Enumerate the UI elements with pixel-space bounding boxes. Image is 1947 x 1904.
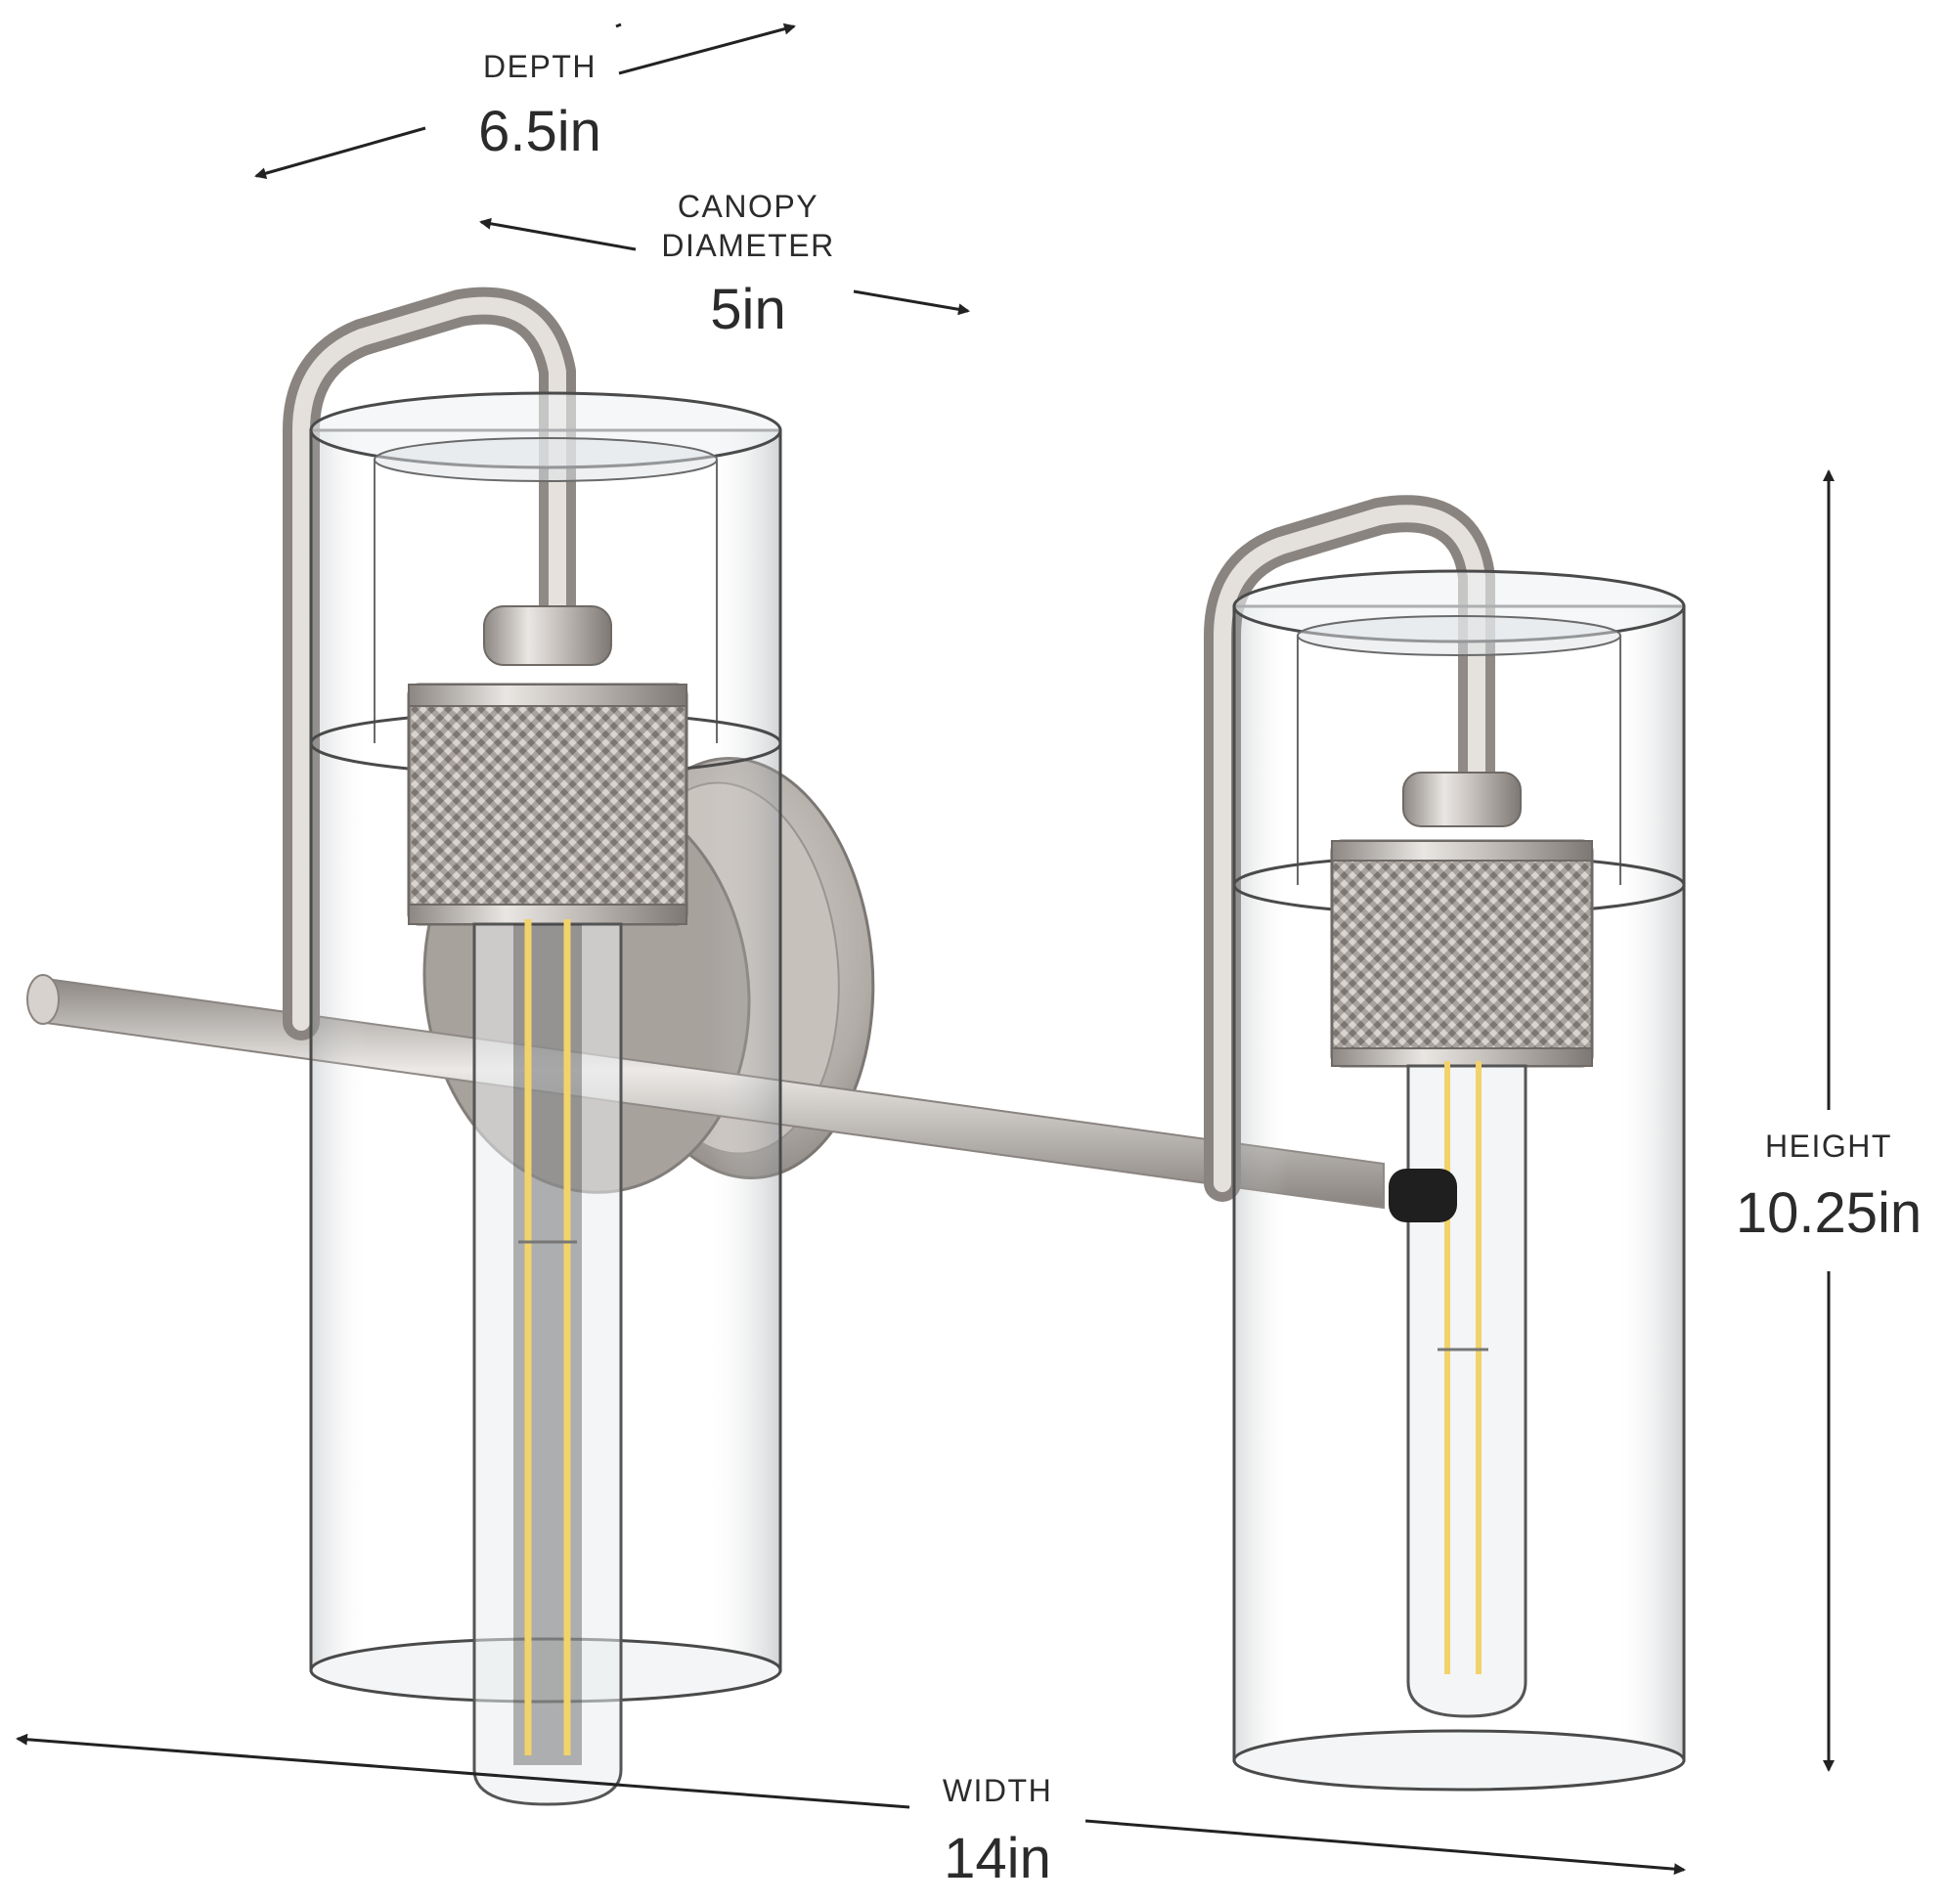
left-arm-loop	[283, 287, 576, 1041]
right-socket	[1330, 772, 1594, 1068]
height-dimension: HEIGHT 10.25in	[1736, 469, 1922, 1772]
height-label: HEIGHT	[1765, 1129, 1892, 1164]
canopy-arrow-right	[853, 289, 970, 316]
depth-arrow-left	[254, 126, 426, 180]
canopy-diameter-dimension: CANOPY DIAMETER 5in	[479, 189, 970, 341]
depth-arrow-right	[618, 22, 796, 75]
depth-value: 6.5in	[478, 100, 601, 163]
width-value: 14in	[944, 1827, 1051, 1890]
canopy-label-line2: DIAMETER	[661, 228, 834, 263]
vanity-light-illustration	[26, 287, 1686, 1806]
width-label: WIDTH	[943, 1773, 1052, 1808]
canopy-label-line1: CANOPY	[678, 189, 819, 224]
depth-dimension: DEPTH 6.5in	[254, 22, 796, 180]
left-socket	[407, 605, 688, 926]
height-value: 10.25in	[1736, 1181, 1922, 1245]
right-tube-bulb	[1389, 1061, 1527, 1718]
width-dimension: WIDTH 14in	[16, 1733, 1686, 1890]
width-arrow-left	[16, 1733, 910, 1809]
depth-label: DEPTH	[483, 49, 597, 84]
width-arrow-right	[1084, 1819, 1686, 1876]
canopy-arrow-left	[479, 217, 637, 251]
left-tube-bulb	[472, 919, 623, 1806]
right-arm-loop	[1204, 495, 1495, 1202]
canopy-value: 5in	[710, 278, 785, 341]
